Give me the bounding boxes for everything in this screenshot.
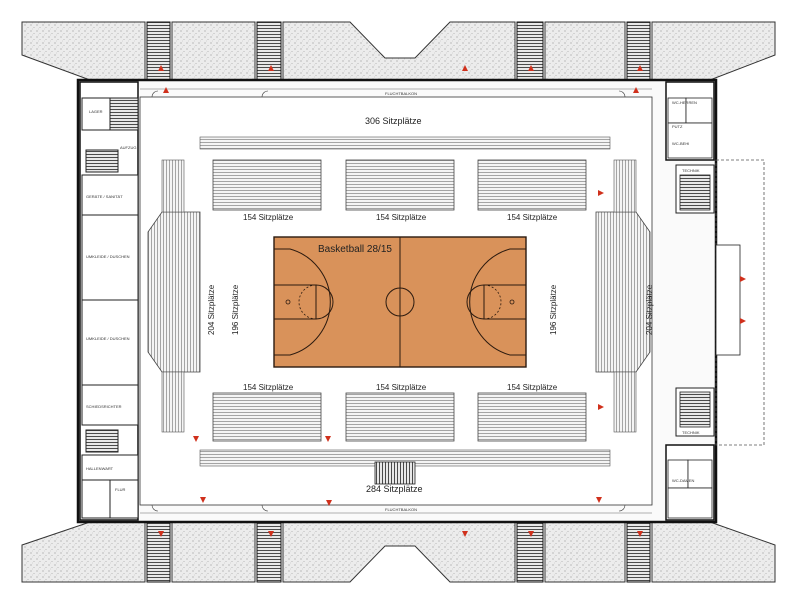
seating [147,136,651,485]
room-schiri: SCHIEDSRICHTER [86,404,122,409]
room-umkleide-2: UMKLEIDE / DUSCHEN [86,336,130,341]
label-north-seats: 306 Sitzplätze [365,116,422,126]
room-flur: FLUR [115,487,126,492]
room-hallenwart: HALLENWART [86,466,114,471]
label-west-196: 196 Sitzplätze [231,284,240,335]
room-umkleide-1: UMKLEIDE / DUSCHEN [86,254,130,259]
label-south-seats: 284 Sitzplätze [366,484,423,494]
court-title: Basketball 28/15 [318,244,392,255]
room-wc-herren: WC-HERREN [672,100,697,105]
corridor-south-label: FLUCHTBALKON [385,507,417,512]
label-west-204: 204 Sitzplätze [207,284,216,335]
room-geraete: GERÄTE / SANITÄT [86,194,123,199]
right-service-wing [665,81,765,521]
label-block-n: 154 Sitzplätze [376,213,427,222]
label-block-se: 154 Sitzplätze [507,383,558,392]
label-block-ne: 154 Sitzplätze [507,213,558,222]
room-wc-behi: WC-BEHI [672,141,689,146]
escape-arrows [158,65,746,537]
label-east-204: 204 Sitzplätze [645,284,654,335]
label-east-196: 196 Sitzplätze [549,284,558,335]
corridor-north-label: FLUCHTBALKON [385,91,417,96]
label-block-sw: 154 Sitzplätze [243,383,294,392]
room-lager: LAGER [89,109,103,114]
room-wc-damen: WC-DAMEN [672,478,695,483]
room-technik-1: TECHNIK [682,168,700,173]
basketball-court [273,236,527,368]
door-swings [151,90,626,512]
label-block-s: 154 Sitzplätze [376,383,427,392]
outer-terraces [21,21,776,583]
label-block-nw: 154 Sitzplätze [243,213,294,222]
room-technik-2: TECHNIK [682,430,700,435]
left-service-wing [79,81,139,521]
room-aufzug: AUFZUG [120,145,136,150]
room-putz: PUTZ [672,124,683,129]
